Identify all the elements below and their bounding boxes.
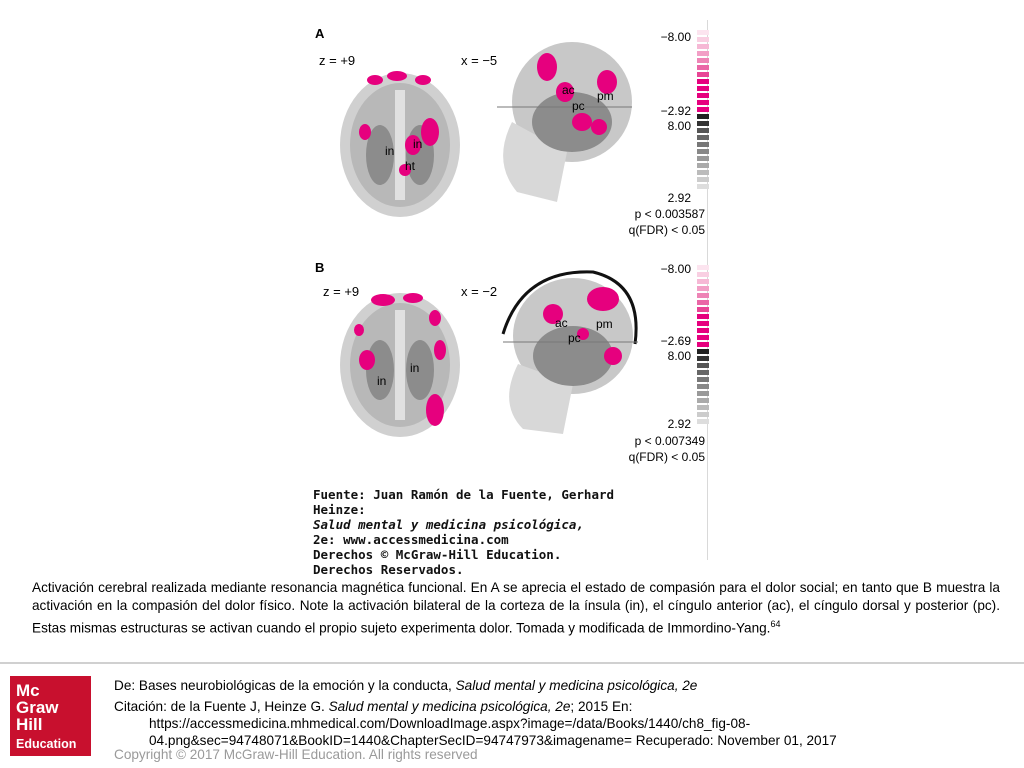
panel-a-letter: A (315, 26, 325, 41)
b-axial-label-in-2: in (410, 361, 419, 375)
panel-a-scale-mid-pos: 8.00 (667, 119, 691, 133)
panel-a-p-value: p < 0.003587 (634, 207, 705, 221)
footer-divider (0, 662, 1024, 664)
footer-de-prefix: De: Bases neurobiológicas de la emoción … (114, 678, 456, 693)
source-line-3: 2e: www.accessmedicina.com (313, 532, 509, 547)
panel-b-scale-mid-neg: −2.69 (660, 334, 691, 348)
footer-de-title: Salud mental y medicina psicológica, 2e (455, 678, 698, 693)
panel-b-sagittal-label: x = −2 (461, 284, 498, 299)
caption-text: Activación cerebral realizada mediante r… (32, 580, 1000, 636)
source-line-5: Derechos Reservados. (313, 562, 464, 577)
mcgraw-hill-logo[interactable]: Mc Graw Hill Education (10, 676, 91, 756)
panel-a-axial-label: z = +9 (319, 53, 356, 68)
footer-cite-prefix: Citación: de la Fuente J, Heinze G (114, 699, 322, 714)
panel-b-scale-bottom: 2.92 (667, 417, 691, 431)
panel-a-scale-mid-neg: −2.92 (660, 104, 691, 118)
footer-url-line-1[interactable]: https://accessmedicina.mhmedical.com/Dow… (149, 716, 751, 731)
source-line-4: Derechos © McGraw-Hill Education. (313, 547, 562, 562)
footer-cite-suffix: ; 2015 En: (570, 699, 633, 714)
panel-b-axial-label: z = +9 (323, 284, 360, 299)
panel-b-letter: B (315, 260, 325, 275)
caption-ref: 64 (770, 619, 781, 629)
panel-a-axial-brain: in in ht (340, 71, 460, 217)
panel-b-scale-top: −8.00 (660, 262, 691, 276)
panel-b-sagittal-brain: ac pc pm (501, 270, 638, 434)
panel-a-scale-top: −8.00 (660, 30, 691, 44)
a-sagittal-label-pc: pc (572, 99, 585, 113)
footer-cite-title: Salud mental y medicina psicológica, 2e (328, 699, 571, 714)
panel-a-sagittal-label: x = −5 (461, 53, 498, 68)
panel-a-sagittal-brain: ac pc pm (497, 42, 632, 202)
footer-url-line-2: 04.png&sec=94748071&BookID=1440&ChapterS… (149, 733, 837, 748)
footer-copyright: Copyright © 2017 McGraw-Hill Education. … (114, 747, 478, 762)
panel-a-scale-bottom: 2.92 (667, 191, 691, 205)
b-sagittal-label-ac: ac (555, 316, 568, 330)
source-line-1: Fuente: Juan Ramón de la Fuente, Gerhard… (313, 487, 615, 517)
footer-citation: Citación: de la Fuente J, Heinze G. Salu… (114, 698, 837, 749)
b-sagittal-label-pm: pm (596, 317, 613, 331)
a-axial-label-ht: ht (405, 159, 416, 173)
a-sagittal-label-ac: ac (562, 83, 575, 97)
b-sagittal-label-pc: pc (568, 331, 581, 345)
logo-line-2: Graw (16, 698, 59, 717)
footer-cite-dot: . (321, 699, 329, 714)
figure-caption: Activación cerebral realizada mediante r… (32, 579, 1000, 638)
figure-source: Fuente: Juan Ramón de la Fuente, Gerhard… (313, 487, 673, 577)
panel-b-q-value: q(FDR) < 0.05 (628, 450, 705, 464)
a-axial-label-in-2: in (413, 137, 422, 151)
logo-line-4: Education (16, 737, 77, 751)
figure: A z = +9 x = −5 in in ht ac pc pm (305, 20, 715, 565)
logo-line-1: Mc (16, 681, 40, 700)
footer-source: De: Bases neurobiológicas de la emoción … (114, 677, 697, 694)
panel-a-q-value: q(FDR) < 0.05 (628, 223, 705, 237)
panel-b-colorbar (697, 265, 709, 426)
b-axial-label-in-1: in (377, 374, 386, 388)
logo-line-3: Hill (16, 715, 43, 734)
a-sagittal-label-pm: pm (597, 89, 614, 103)
panel-b-scale-mid-pos: 8.00 (667, 349, 691, 363)
panel-a-colorbar (697, 30, 709, 191)
panel-b-p-value: p < 0.007349 (634, 434, 705, 448)
panel-b-axial-brain: in in (340, 293, 460, 437)
source-line-2: Salud mental y medicina psicológica, (313, 517, 584, 532)
a-axial-label-in-1: in (385, 144, 394, 158)
